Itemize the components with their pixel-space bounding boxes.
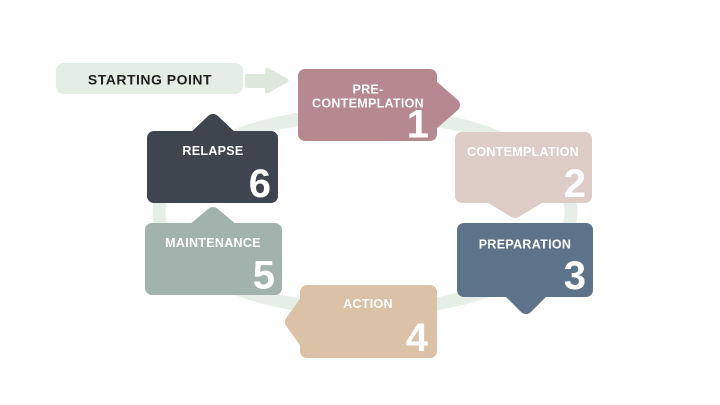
arrow-right-icon [245,67,289,94]
stage-2: CONTEMPLATION 2 [455,132,592,218]
stage-6-number: 6 [249,162,271,206]
stage-3: PREPARATION 3 [457,223,593,314]
stage-5: MAINTENANCE 5 [145,207,282,298]
stage-4-number: 4 [406,316,429,360]
stage-5-shape [145,207,282,295]
stage-6-label: RELAPSE [182,144,243,158]
stage-4: ACTION 4 [285,285,437,360]
stage-6: RELAPSE 6 [147,114,278,206]
stage-5-label: MAINTENANCE [165,236,261,250]
stage-1-label-line2: CONTEMPLATION [312,97,424,111]
stage-3-shape [457,223,593,314]
stage-1-label-line1: PRE- [352,83,383,97]
starting-point: STARTING POINT [56,63,289,94]
starting-point-label: STARTING POINT [88,72,212,88]
stage-1-shape [298,69,460,141]
starting-point-pill [56,63,243,94]
stage-3-number: 3 [564,254,586,298]
stage-4-shape [285,285,437,358]
stage-1-number: 1 [407,103,429,147]
stage-3-label: PREPARATION [479,238,571,252]
stage-1: PRE- CONTEMPLATION 1 [298,69,460,147]
stage-2-label: CONTEMPLATION [467,145,579,159]
stage-5-number: 5 [253,254,275,298]
stage-6-shape [147,114,278,203]
stage-2-number: 2 [564,162,586,206]
stage-4-label: ACTION [343,297,393,311]
stage-2-shape [455,132,592,218]
